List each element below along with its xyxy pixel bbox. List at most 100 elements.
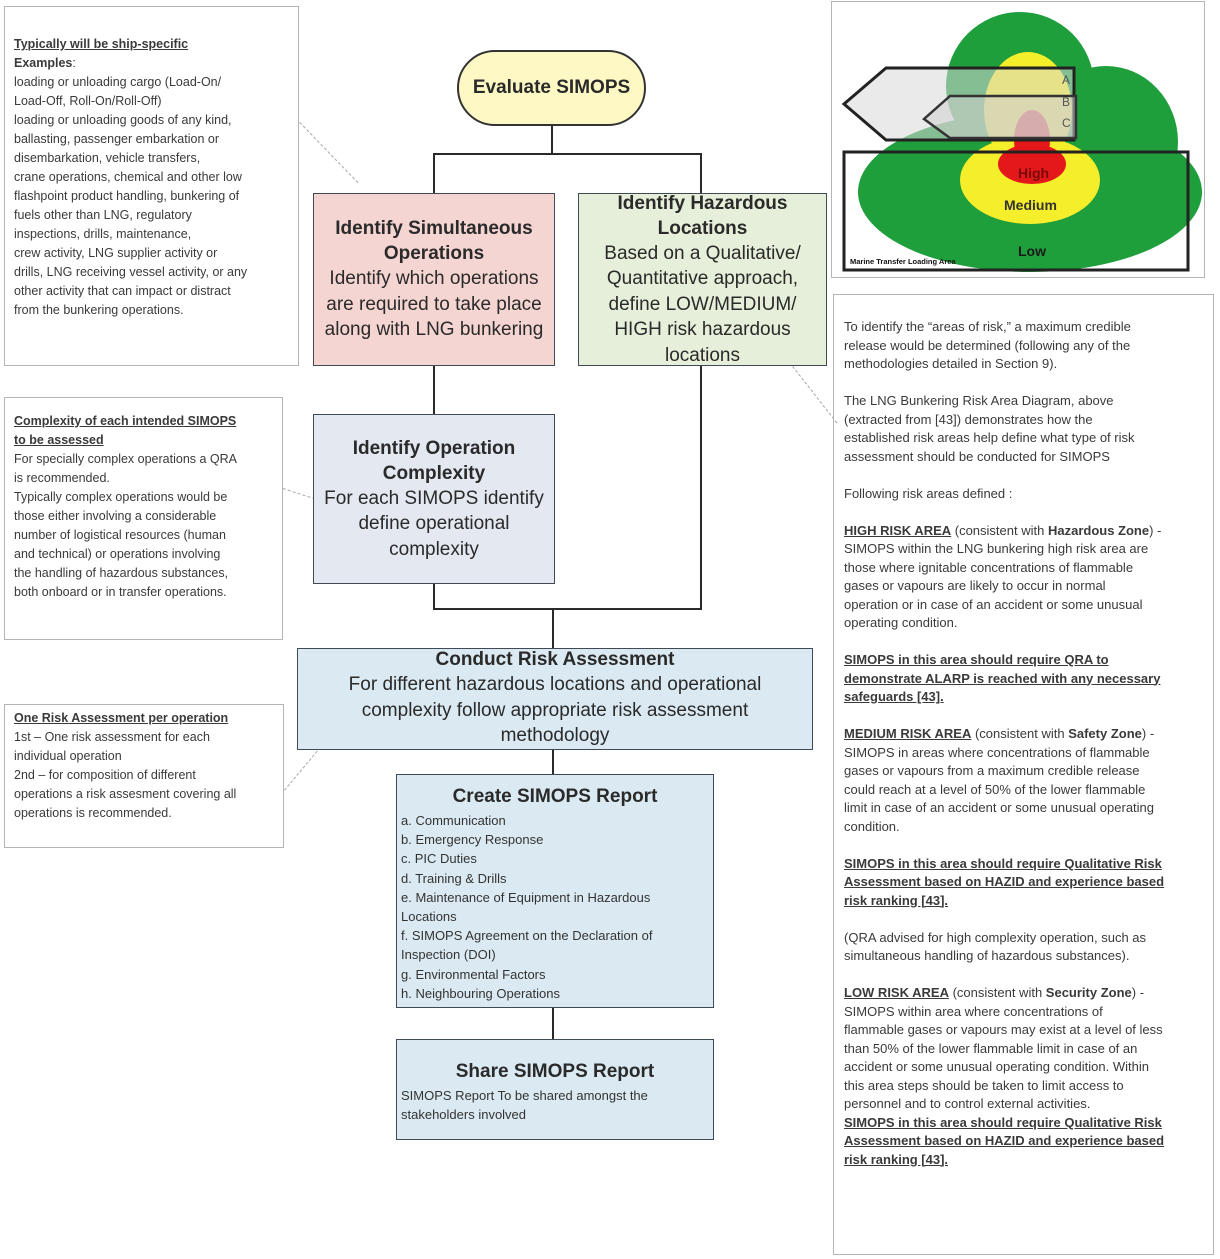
text-line: safeguards [43]. [844, 689, 944, 704]
text-line: (extracted from [43]) demonstrates how t… [844, 411, 1093, 427]
text-line: ballasting, passenger embarkation or [14, 132, 219, 146]
text-line: operations is recommended. [14, 806, 172, 820]
connector [552, 750, 554, 774]
text-line: is recommended. [14, 471, 110, 485]
text-line: e. Maintenance of Equipment in Hazardous [401, 889, 651, 905]
connector [700, 366, 702, 610]
note-risk-areas: To identify the “areas of risk,” a maxim… [833, 294, 1214, 1255]
box-operation-complexity: Identify Operation Complexity For each S… [313, 414, 555, 584]
box-title: Identify Hazardous [617, 192, 788, 214]
text-line: Load-Off, Roll-On/Roll-Off) [14, 94, 162, 108]
text-line: gases or vapours are likely to occur in … [844, 578, 1106, 593]
text-line: established risk areas help define what … [844, 430, 1135, 445]
text-line: crane operations, chemical and other low [14, 170, 242, 184]
label-a: A [1062, 73, 1070, 87]
text-line: crew activity, LNG supplier activity or [14, 246, 218, 260]
text-line: Quantitative approach, [606, 268, 799, 290]
box-conduct-risk: Conduct Risk Assessment For different ha… [297, 648, 813, 750]
text-line: are required to take place [326, 293, 542, 315]
text-line: f. SIMOPS Agreement on the Declaration o… [401, 928, 653, 944]
text-line: disembarkation, vehicle transfers, [14, 151, 201, 165]
text-line: personnel and to control external activi… [844, 1096, 1091, 1111]
box-title: Create SIMOPS Report [452, 786, 658, 807]
diagram-caption: Marine Transfer Loading Area [850, 257, 956, 266]
box-share-report: Share SIMOPS Report SIMOPS Report To be … [396, 1039, 714, 1140]
text-line: flammable gases or vapours may exist at … [844, 1022, 1163, 1037]
note-heading: One Risk Assessment per operation [14, 711, 229, 725]
text-line: both onboard or in transfer operations. [14, 585, 227, 599]
box-identify-simultaneous: Identify Simultaneous Operations Identif… [313, 193, 555, 366]
text-line: a. Communication [401, 813, 506, 828]
ship-outline-inner [922, 94, 1078, 140]
loading-area-rect [842, 150, 1190, 272]
text-line: h. Neighbouring Operations [401, 985, 560, 1001]
medium-qra-note: (QRA advised for high complexity operati… [844, 929, 1203, 966]
note-one-risk: One Risk Assessment per operation 1st – … [4, 704, 284, 848]
text-line: b. Emergency Response [401, 832, 544, 848]
text-line: than 50% of the lower flammable limit in… [844, 1040, 1138, 1056]
text-line: complexity [389, 538, 479, 560]
note-ship-specific: Typically will be ship-specific Examples… [4, 6, 299, 366]
note-heading-2: to be assessed [14, 433, 104, 447]
box-title-2: Locations [657, 217, 748, 239]
connector [433, 153, 702, 155]
leader-line-complexity [282, 488, 316, 500]
text-line: drills, LNG receiving vessel activity, o… [14, 265, 248, 279]
text-line: condition. [844, 818, 900, 834]
text-line: SIMOPS in this area should require QRA t… [844, 652, 1109, 667]
text-line: Assessment based on HAZID and experience… [844, 874, 1165, 889]
text-line: gases or vapours from a maximum credible… [844, 763, 1140, 778]
text-line: risk ranking [43]. [844, 892, 949, 908]
start-evaluate-simops: Evaluate SIMOPS [457, 50, 646, 126]
text-line: methodologies detailed in Section 9). [844, 356, 1058, 371]
connector [433, 608, 702, 610]
high-risk-text: SIMOPS within the LNG bunkering high ris… [844, 540, 1203, 633]
risk-area-diagram: A B C High Medium Low Marine Transfer Lo… [831, 1, 1205, 278]
high-risk-section: HIGH RISK AREA (consistent with Hazardou… [844, 522, 1203, 707]
note-paragraph-3: Following risk areas defined : [844, 485, 1013, 501]
text-line: For each SIMOPS identify [324, 487, 544, 509]
text-line: number of logistical resources (human [14, 528, 226, 542]
text-line: Assessment based on HAZID and experience… [844, 1133, 1165, 1148]
text-line: SIMOPS in this area should require Quali… [844, 1114, 1162, 1130]
note-paragraph-1: To identify the “areas of risk,” a maxim… [844, 318, 1203, 374]
connector [433, 584, 435, 610]
text-line: operations a risk assesment covering all [14, 787, 237, 801]
medium-consistent-post: ) - [1141, 726, 1155, 741]
medium-zone: Safety Zone [1068, 726, 1142, 741]
text-line: flashpoint product handling, bunkering o… [14, 189, 240, 203]
text-line: fuels other than LNG, regulatory [14, 208, 192, 222]
text-line: stakeholders involved [401, 1107, 527, 1123]
note-complexity: Complexity of each intended SIMOPS to be… [4, 397, 283, 640]
text-line: Typically complex operations would be [14, 490, 228, 504]
text-line: g. Environmental Factors [401, 966, 546, 982]
leader-line-hazard [792, 366, 838, 424]
text-line: SIMOPS in this area should require Quali… [844, 855, 1162, 871]
text-line: this area steps should be taken to limit… [844, 1077, 1124, 1093]
low-zone: Security Zone [1045, 985, 1132, 1000]
text-line: Locations [401, 909, 457, 925]
text-line: assessment should be conducted for SIMOP… [844, 448, 1110, 464]
text-line: demonstrate ALARP is reached with any ne… [844, 670, 1161, 686]
medium-risk-section: MEDIUM RISK AREA (consistent with Safety… [844, 725, 1203, 966]
medium-consistent: (consistent with [971, 726, 1069, 741]
text-line: other activity that can impact or distra… [14, 284, 231, 298]
text-line: The LNG Bunkering Risk Area Diagram, abo… [844, 393, 1114, 408]
text-line: and technical) or operations involving [14, 547, 221, 561]
label-c: C [1062, 116, 1071, 130]
text-line: HIGH risk hazardous [614, 319, 791, 341]
box-title: Identify Simultaneous [335, 218, 533, 240]
box-body: Based on a Qualitative/Quantitative appr… [604, 241, 800, 369]
box-identify-hazardous: Identify Hazardous Locations Based on a … [578, 193, 827, 366]
text-line: risk ranking [43]. [844, 1151, 949, 1167]
text-line: (QRA advised for high complexity operati… [844, 929, 1147, 945]
box-create-report: Create SIMOPS Report a. Communication b. … [396, 774, 714, 1008]
connector [700, 153, 702, 193]
text-line: locations [665, 344, 740, 366]
low-risk-requirement: SIMOPS in this area should require Quali… [844, 1114, 1203, 1170]
